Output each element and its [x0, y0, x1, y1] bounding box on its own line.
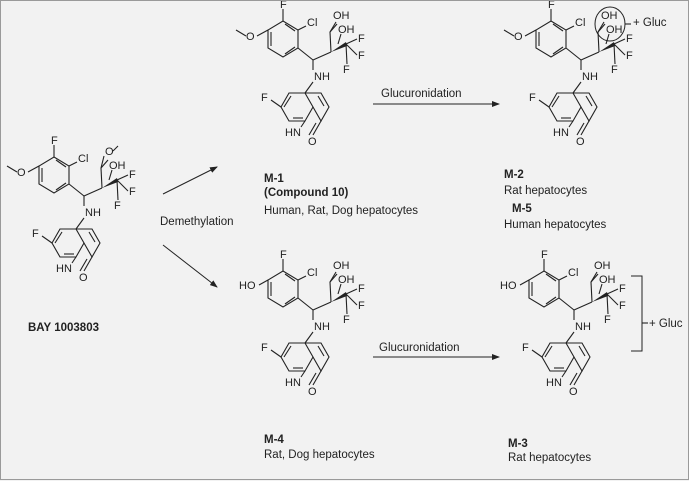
m2-species: Rat hepatocytes: [504, 185, 588, 197]
structure-m4: OH: [238, 248, 366, 399]
glucuronidation-bottom-label: Glucuronidation: [379, 342, 460, 354]
svg-text:OH: OH: [333, 260, 350, 272]
m1-label: M-1: [264, 173, 284, 185]
svg-text:OH: OH: [594, 260, 611, 272]
svg-text:OH: OH: [601, 10, 618, 22]
svg-text:O: O: [105, 146, 114, 158]
structure-m2: OH: [503, 1, 634, 149]
svg-text:OH: OH: [333, 10, 350, 22]
m1-species: Human, Rat, Dog hepatocytes: [264, 205, 419, 217]
glucuronidation-top-label: Glucuronidation: [381, 88, 462, 100]
m1-alias: (Compound 10): [264, 187, 349, 199]
m2-gluc-label: + Gluc: [633, 17, 667, 29]
structure-bay-1003803: O: [6, 134, 137, 285]
m4-species: Rat, Dog hepatocytes: [264, 449, 375, 461]
m3-species: Rat hepatocytes: [508, 452, 592, 464]
m5-species: Human hepatocytes: [504, 219, 607, 231]
arrow-demethylation-up: [162, 166, 218, 195]
m5-label: M-5: [512, 203, 532, 215]
arrow-demethylation-down: [162, 244, 218, 288]
m2-label: M-2: [504, 169, 524, 181]
structure-m3: OH: [499, 248, 627, 399]
m3-label: M-3: [508, 438, 528, 450]
gluc-bracket: [631, 275, 643, 352]
bay-1003803-label: BAY 1003803: [28, 322, 99, 334]
m4-label: M-4: [264, 434, 284, 446]
m3-gluc-label: + Gluc: [649, 318, 683, 330]
structure-m1: OH: [235, 1, 366, 149]
demethylation-label: Demethylation: [160, 216, 234, 228]
